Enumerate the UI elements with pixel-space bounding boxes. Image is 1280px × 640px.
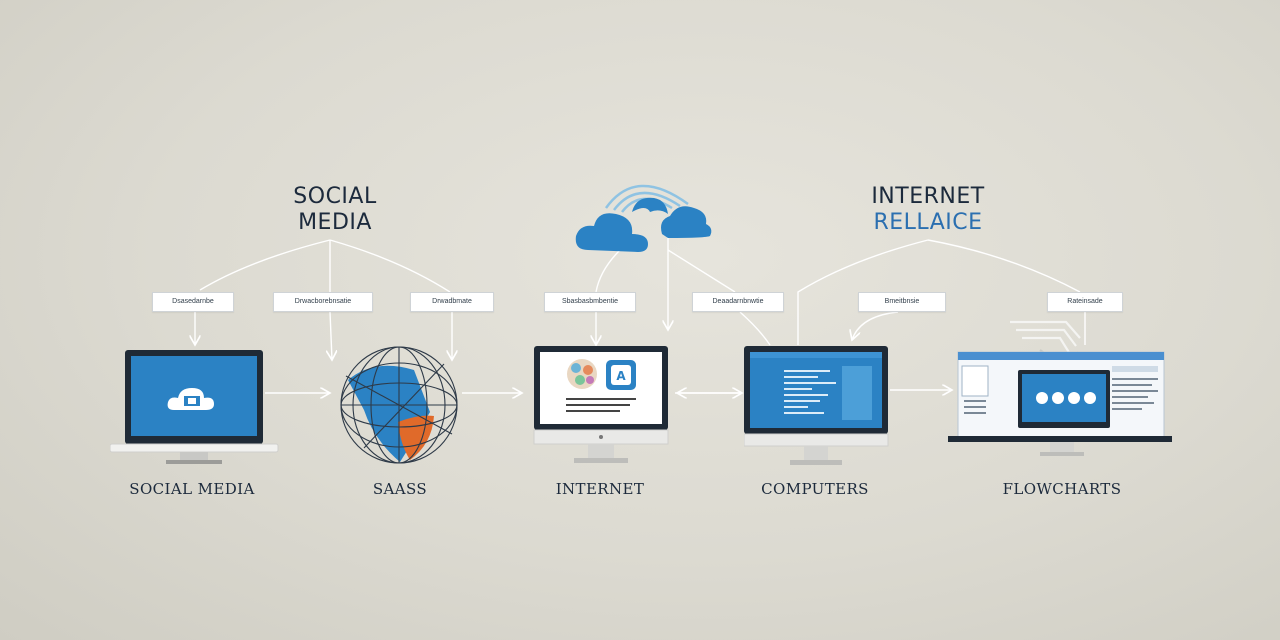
heading-line: MEDIA	[298, 210, 372, 235]
cloud-icon	[167, 388, 214, 410]
connector-line	[852, 311, 899, 340]
connector-line	[329, 239, 451, 293]
small-label: Deaadarnbnwtie	[692, 292, 784, 312]
connector-line	[595, 249, 621, 293]
caption-social-media: SOCIAL MEDIA	[129, 480, 255, 498]
small-label: Dsasedarnbe	[152, 292, 234, 312]
heading-line: INTERNET	[871, 184, 985, 209]
heading-internet-reliance: INTERNET RELLAICE	[848, 184, 1008, 236]
connector-line	[330, 311, 332, 360]
heading-social-media: SOCIAL MEDIA	[280, 184, 390, 236]
monitor-icon	[744, 346, 889, 465]
dashboard-screens-icon	[948, 351, 1172, 456]
small-label: Drwacborebnsatie	[273, 292, 373, 312]
connector-line	[199, 239, 331, 291]
caption-saas: SAASS	[372, 480, 428, 498]
monitor-icon: A	[533, 346, 669, 463]
heading-line: SOCIAL	[293, 184, 377, 209]
small-label: Rateinsade	[1047, 292, 1123, 312]
small-label: Drwadbmate	[410, 292, 494, 312]
caption-flowcharts: FLOWCHARTS	[1002, 480, 1122, 498]
caption-computers: COMPUTERS	[761, 480, 869, 498]
globe-icon	[340, 346, 458, 464]
cloud-icon	[575, 184, 712, 252]
small-label: Bmeitbnsie	[858, 292, 946, 312]
connector-line	[927, 239, 1081, 293]
connector-line	[739, 311, 771, 346]
connector-line	[797, 239, 929, 345]
svg-text:A: A	[616, 369, 626, 383]
laptop-icon	[110, 350, 279, 464]
connector-line	[667, 249, 736, 293]
heading-line-accent: RELLAICE	[873, 210, 983, 235]
caption-internet: INTERNET	[555, 480, 645, 498]
small-label: Sbasbasbmbentie	[544, 292, 636, 312]
